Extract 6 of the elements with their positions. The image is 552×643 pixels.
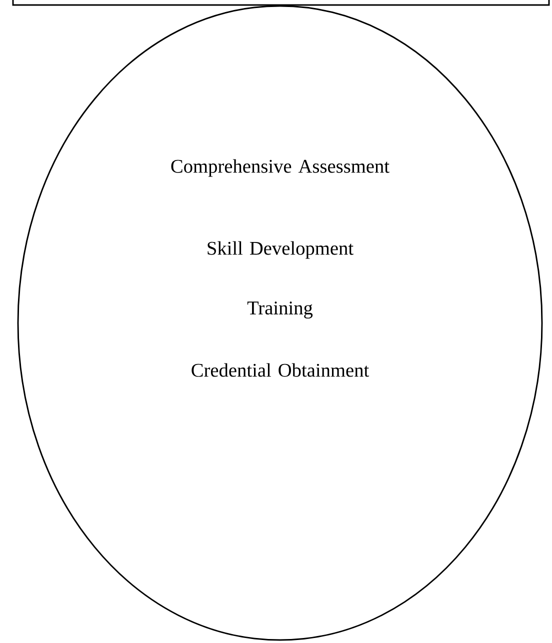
list-item: Skill Development xyxy=(208,241,354,259)
list-item: Comprehensive Assessment xyxy=(171,159,390,177)
box xyxy=(12,0,550,6)
list-item: Training xyxy=(247,302,313,318)
ellipse xyxy=(17,5,543,641)
list-item: Credential Obtainment xyxy=(192,363,370,377)
